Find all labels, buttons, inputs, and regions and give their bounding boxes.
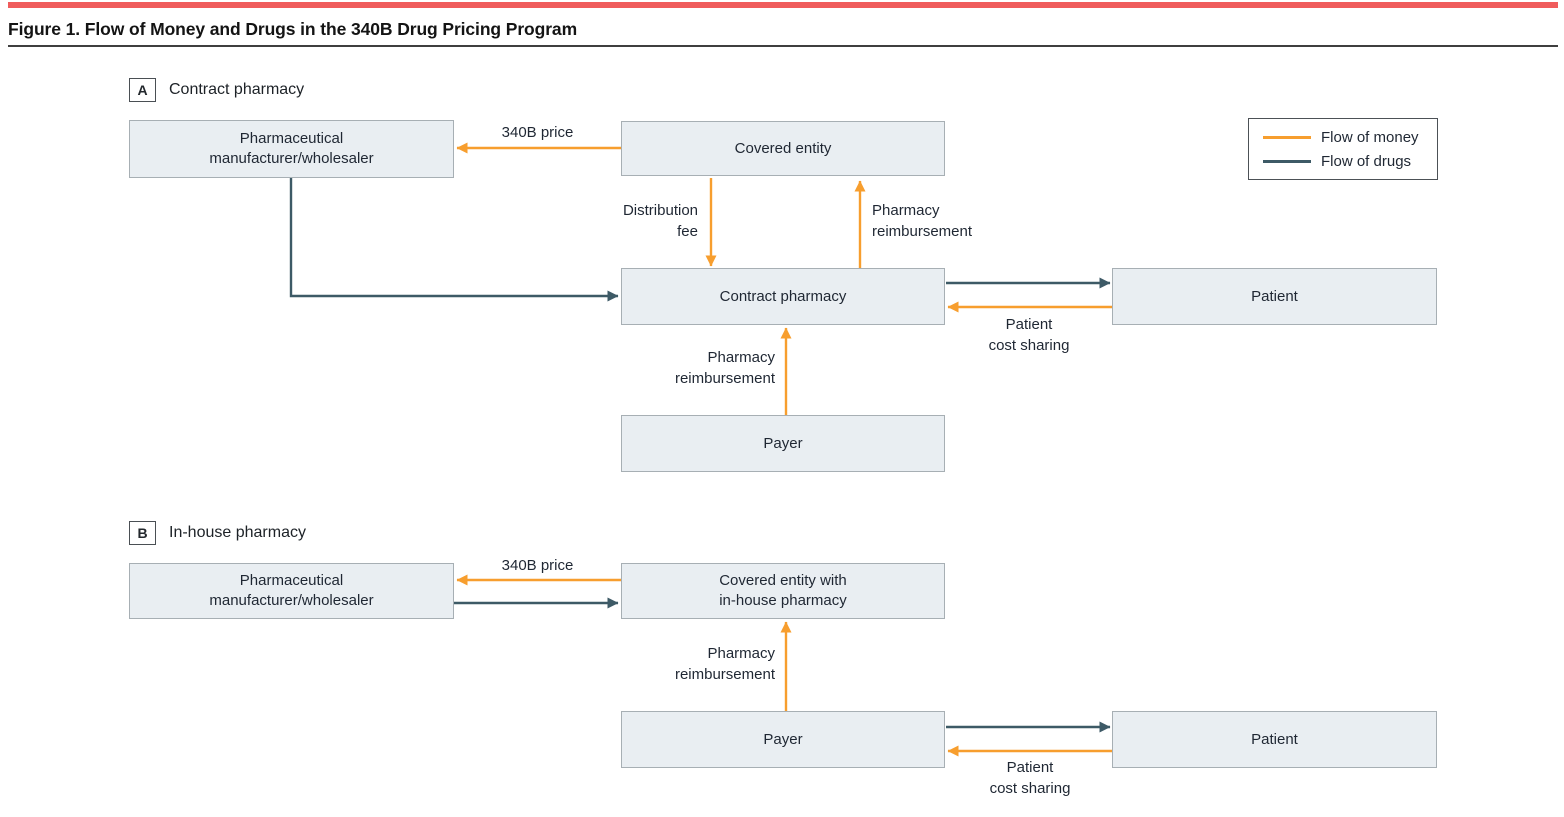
label-a-pharmacy-reimbursement-up: Pharmacy reimbursement	[872, 202, 973, 240]
node-a-payer-label: Payer	[763, 434, 803, 452]
top-accent-rule	[8, 2, 1558, 8]
node-a-manufacturer: Pharmaceutical manufacturer/wholesaler	[129, 120, 454, 178]
node-a-covered-entity: Covered entity	[621, 121, 945, 176]
legend: Flow of money Flow of drugs	[1248, 118, 1438, 180]
legend-item-money: Flow of money	[1263, 129, 1437, 146]
panel-b-header: B In-house pharmacy	[129, 521, 306, 545]
node-b-covered-entity-line1: Covered entity with	[719, 572, 847, 589]
node-a-payer: Payer	[621, 415, 945, 472]
label-a-distribution-fee: Distribution fee	[622, 202, 698, 240]
node-b-manufacturer: Pharmaceutical manufacturer/wholesaler	[129, 563, 454, 619]
node-b-payer-label: Payer	[763, 730, 803, 748]
panel-b-title: In-house pharmacy	[169, 524, 306, 541]
legend-item-drugs: Flow of drugs	[1263, 153, 1437, 170]
node-b-patient: Patient	[1112, 711, 1437, 768]
label-a-payer-reimbursement: Pharmacy reimbursement	[674, 349, 775, 387]
label-b-patient-cost-sharing: Patient cost sharing	[989, 759, 1071, 797]
node-b-payer: Payer	[621, 711, 945, 768]
node-a-patient: Patient	[1112, 268, 1437, 325]
node-b-manufacturer-line2: manufacturer/wholesaler	[209, 592, 374, 609]
node-a-covered-entity-label: Covered entity	[734, 139, 832, 157]
figure-title: Figure 1. Flow of Money and Drugs in the…	[8, 19, 578, 39]
label-a-patient-cost-sharing: Patient cost sharing	[988, 316, 1070, 354]
label-a-340b-price: 340B price	[501, 124, 574, 141]
drugs-line-swatch	[1263, 159, 1311, 163]
node-a-manufacturer-line2: manufacturer/wholesaler	[209, 150, 374, 167]
node-a-manufacturer-line1: Pharmaceutical	[239, 130, 344, 147]
money-line-swatch	[1263, 135, 1311, 139]
node-b-patient-label: Patient	[1251, 730, 1298, 748]
panel-a-header: A Contract pharmacy	[129, 78, 304, 102]
node-b-manufacturer-line1: Pharmaceutical	[239, 572, 344, 589]
label-b-pharmacy-reimbursement: Pharmacy reimbursement	[674, 645, 775, 683]
legend-label-money: Flow of money	[1321, 128, 1419, 146]
node-a-patient-label: Patient	[1251, 287, 1298, 305]
legend-label-drugs: Flow of drugs	[1321, 152, 1412, 170]
node-b-covered-entity-line2: in-house pharmacy	[719, 592, 847, 609]
panel-b-badge: B	[129, 521, 156, 545]
node-b-covered-entity: Covered entity with in-house pharmacy	[621, 563, 945, 619]
node-a-contract-pharmacy-label: Contract pharmacy	[719, 287, 847, 305]
title-divider-rule	[8, 45, 1558, 47]
node-a-contract-pharmacy: Contract pharmacy	[621, 268, 945, 325]
panel-a-badge: A	[129, 78, 156, 102]
label-b-340b-price: 340B price	[501, 557, 574, 574]
panel-a-title: Contract pharmacy	[169, 81, 305, 98]
